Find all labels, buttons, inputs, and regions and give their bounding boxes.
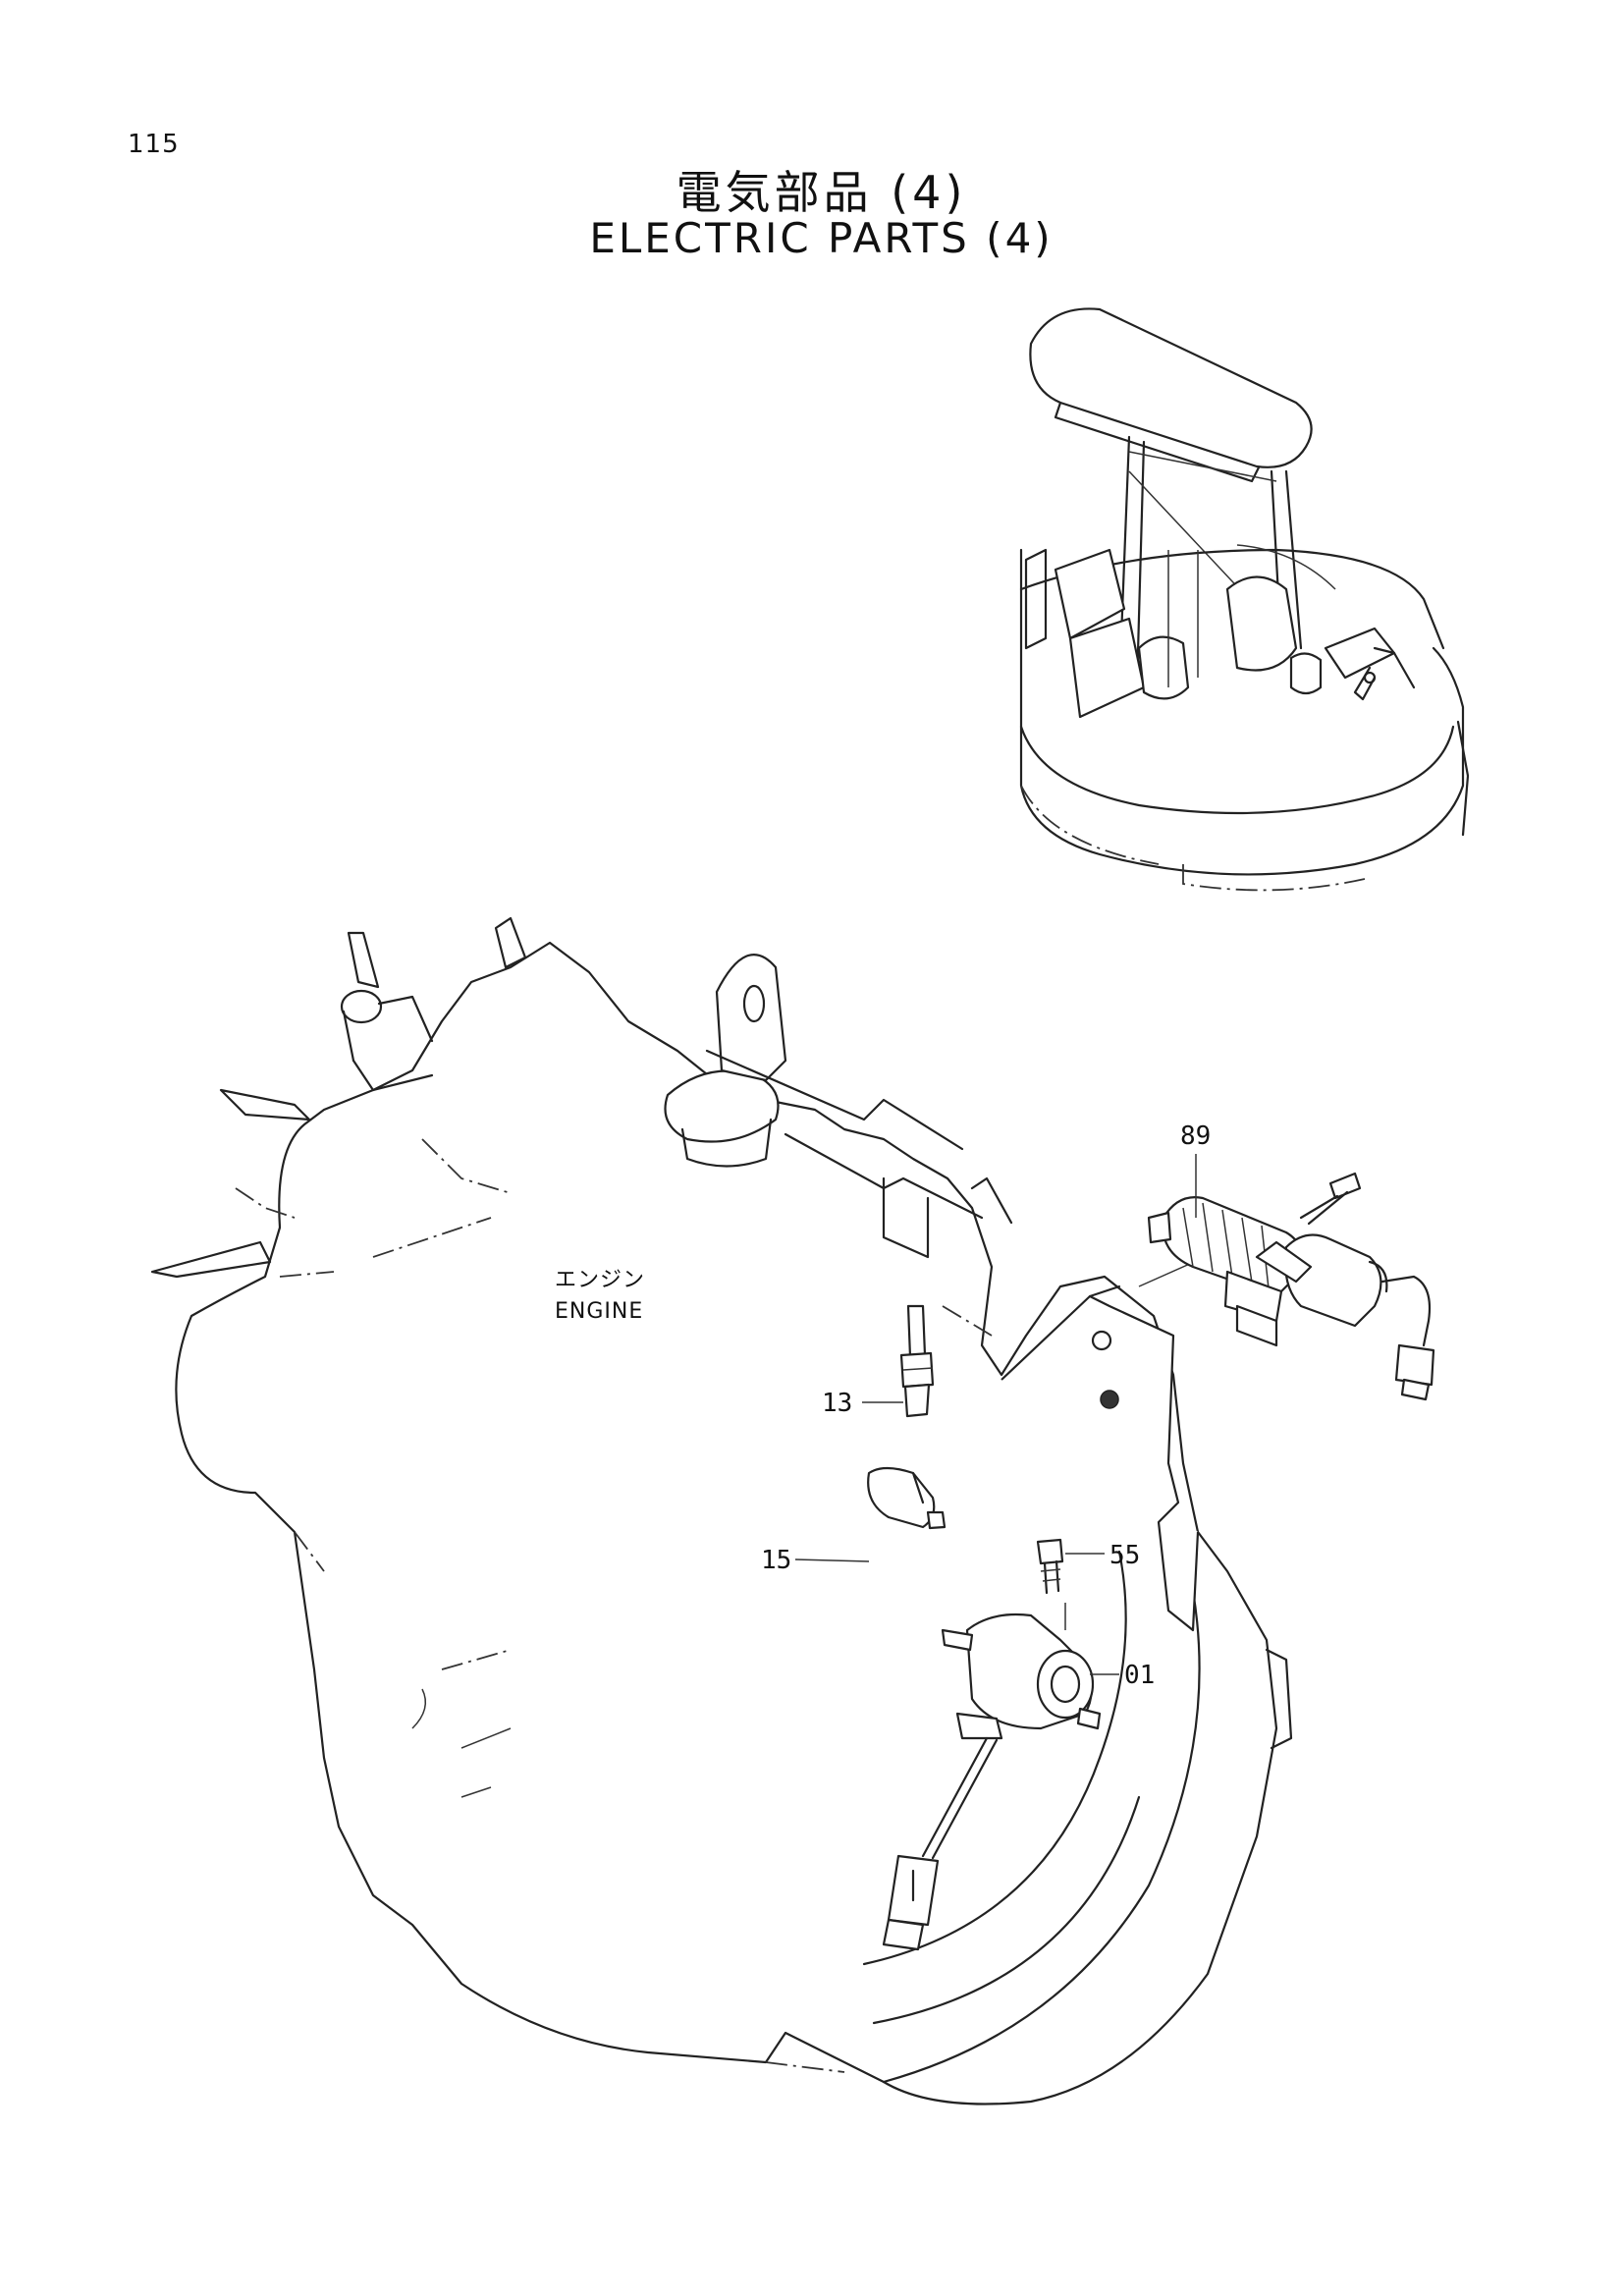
page-number: 115 [128,130,180,159]
part-89-solenoid [1147,1172,1435,1401]
engine-label-jp: エンジン [555,1268,645,1292]
leader-lines [794,1154,1197,1675]
callout-15: 15 [761,1546,791,1575]
callout-55: 55 [1109,1541,1140,1570]
part-15-switch [867,1466,947,1530]
callout-01: 01 [1124,1661,1155,1690]
callout-13: 13 [822,1389,852,1418]
page-title-en: ELECTRIC PARTS (4) [589,214,1054,262]
page-title-jp: 電気部品 (4) [676,166,967,219]
part-13-sensor [899,1304,935,1418]
machine-overview-illustration [1019,307,1470,892]
callout-89: 89 [1180,1121,1211,1151]
part-01-fuel-pump [882,1613,1102,1951]
part-55-bolt [1036,1538,1064,1595]
engine-label-en: ENGINE [555,1299,643,1324]
mounting-bracket [1001,1246,1228,1632]
engine-illustration [150,916,1293,2105]
